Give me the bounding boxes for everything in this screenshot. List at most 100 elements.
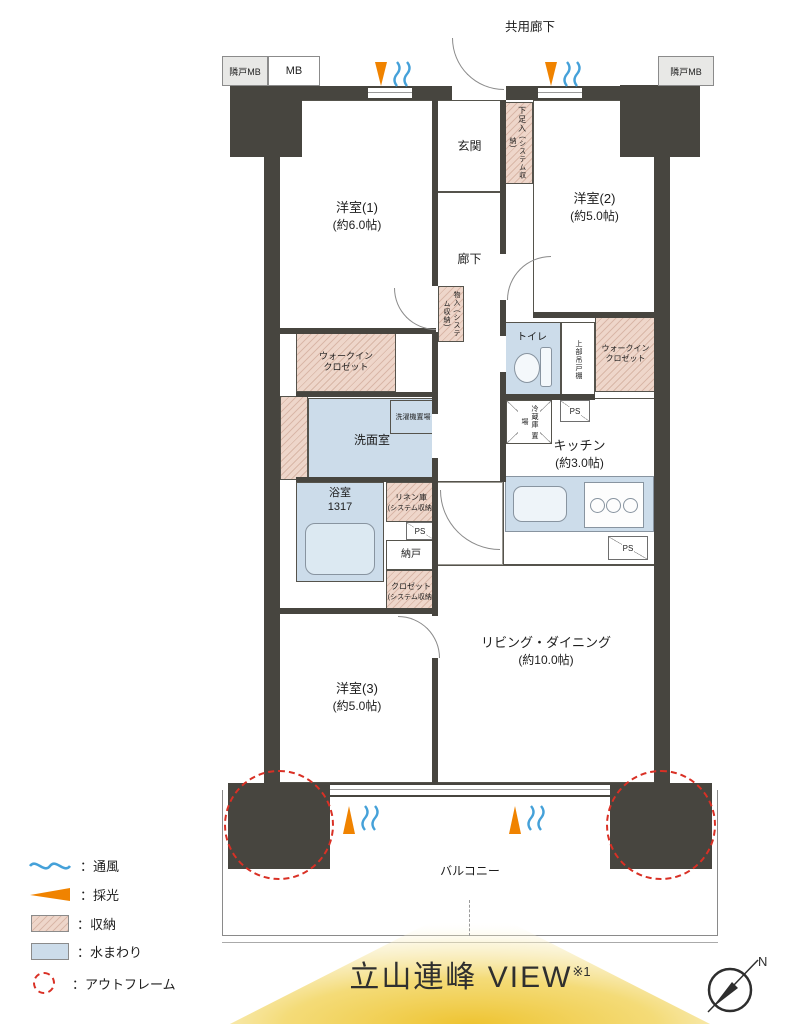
- wall-above-washroom: [296, 392, 436, 397]
- door-gap-washroom: [432, 414, 438, 458]
- entrance-opening: [452, 86, 506, 100]
- western1-label: 洋室(1) (約6.0帖): [333, 199, 382, 234]
- living-label: リビング・ダイニング (約10.0帖): [481, 634, 611, 669]
- legend-daylight: ：採光: [28, 885, 119, 904]
- legend-outframe: ：アウトフレーム: [33, 972, 176, 994]
- common-corridor-label: 共用廊下: [504, 20, 555, 34]
- column-top-left: [230, 85, 302, 157]
- storage-mono-note: (システム収納): [443, 300, 460, 338]
- ps-label-1: PS: [568, 406, 582, 416]
- genkan-label: 玄関: [457, 138, 482, 153]
- nando-label: 納戸: [401, 549, 421, 560]
- western2-door-arc: [507, 256, 551, 300]
- room-shoe-box: 下足入 (システム収納): [501, 102, 533, 184]
- outframe-circle-left: [224, 770, 334, 880]
- toilet-bowl: [514, 353, 540, 383]
- vent-daylight-top-1: [375, 61, 411, 87]
- legend-water: ：水まわり: [31, 942, 142, 961]
- water-swatch-icon: [31, 943, 69, 960]
- toilet-tank: [540, 347, 552, 387]
- wall-kitchen-left: [500, 398, 506, 482]
- western2-label: 洋室(2) (約5.0帖): [570, 190, 619, 225]
- linen-label: リネン庫 (システム収納): [388, 492, 434, 513]
- kitchen-stove: [584, 482, 644, 528]
- wall-above-bathroom: [296, 477, 436, 482]
- room-upper-cabinet: 上部吊戸棚: [561, 322, 595, 398]
- view-triangle: [229, 902, 711, 1024]
- room-toilet: トイレ: [503, 322, 561, 398]
- linen-name: リネン庫: [394, 492, 427, 502]
- legend-outframe-label: ：アウトフレーム: [72, 976, 176, 992]
- ventilation-icon: [573, 61, 581, 87]
- stove-burner-1: [589, 497, 605, 513]
- daylight-icon: [545, 62, 557, 86]
- kitchen-size: (約3.0帖): [555, 456, 604, 471]
- room-nando: 納戸: [386, 540, 436, 570]
- wic-right-line2: クロゼット: [605, 353, 646, 363]
- upper-cabinet-label: 上部吊戸棚: [575, 340, 582, 380]
- storage-mono-name: 物入: [453, 290, 460, 307]
- wic-right-label: ウォークイン クロゼット: [602, 344, 650, 363]
- room-living: リビング・ダイニング (約10.0帖): [436, 565, 656, 783]
- wall-under-western2: [533, 312, 656, 318]
- daylight-icon: [509, 806, 521, 834]
- ps-label-2: PS: [621, 543, 635, 553]
- ventilation-icon: [527, 805, 535, 831]
- storage-strip: [280, 396, 308, 480]
- living-size: (約10.0帖): [518, 653, 574, 668]
- wall-right: [654, 100, 670, 783]
- entrance-door-arc: [452, 38, 504, 90]
- linen-note: (システム収納): [387, 504, 435, 512]
- wall-top-2: [412, 86, 452, 100]
- kitchen-name: キッチン: [553, 438, 606, 453]
- bathroom-name: 浴室: [328, 487, 351, 499]
- window-top-2: [538, 86, 582, 100]
- closet-name: クロゼット: [390, 581, 431, 591]
- room-genkan: 玄関: [436, 100, 503, 192]
- room-laundry: 洗濯機置場: [390, 400, 436, 434]
- ps-box-2: PS: [608, 536, 648, 560]
- western2-name: 洋室(2): [573, 191, 616, 206]
- daylight-icon: [30, 888, 70, 901]
- vent-daylight-bottom-1: [343, 805, 379, 834]
- room-closet: クロゼット (システム収納): [386, 570, 436, 612]
- stove-burner-2: [606, 497, 622, 513]
- view-caption: 立山連峰 VIEW※1: [250, 952, 690, 996]
- laundry-label: 洗濯機置場: [395, 414, 431, 421]
- balcony-label: バルコニー: [440, 864, 500, 878]
- legend-ventilation-label: ：通風: [80, 859, 120, 874]
- wic-left-line1: ウォークイン: [318, 351, 373, 362]
- room-storage-mono: 物入 (システム収納): [438, 286, 464, 342]
- western1-size: (約6.0帖): [332, 217, 382, 232]
- fridge-line2: 置場: [521, 418, 538, 440]
- hallway-label: 廊下: [457, 252, 482, 266]
- storage-mono-label: 物入 (システム収納): [441, 287, 461, 341]
- toilet-label: トイレ: [517, 332, 547, 343]
- western3-label: 洋室(3) (約5.0帖): [333, 680, 382, 715]
- western3-size: (約5.0帖): [332, 699, 382, 714]
- daylight-icon: [343, 806, 355, 834]
- room-wic-left: ウォークイン クロゼット: [296, 332, 396, 392]
- wall-under-toilet: [503, 394, 595, 400]
- ventilation-icon: [537, 805, 545, 831]
- western1-name: 洋室(1): [336, 199, 378, 215]
- neighbor-mb-left: 隣戸MB: [222, 56, 268, 86]
- fridge-space: 冷蔵庫 置場: [506, 400, 552, 444]
- storage-swatch-icon: [31, 915, 69, 932]
- ps-box-3: PS: [406, 522, 434, 540]
- bathtub: [305, 523, 375, 575]
- closet-note: (システム収納): [387, 593, 435, 601]
- door-gap-toilet: [500, 336, 506, 372]
- ps-label-3: PS: [413, 526, 427, 536]
- western2-size: (約5.0帖): [570, 209, 619, 224]
- wall-top-1: [302, 86, 368, 100]
- shoe-box-note: (システム収納): [509, 136, 526, 180]
- shoe-box-name: 下足入: [517, 106, 527, 134]
- wall-top-4: [582, 86, 620, 100]
- vent-daylight-bottom-2: [509, 805, 545, 834]
- door-gap-western2: [500, 254, 506, 300]
- wall-right-vertical: [500, 100, 506, 398]
- fridge-line1: 冷蔵庫: [531, 404, 538, 429]
- daylight-icon: [375, 62, 387, 86]
- bathroom-size: 1317: [327, 500, 353, 513]
